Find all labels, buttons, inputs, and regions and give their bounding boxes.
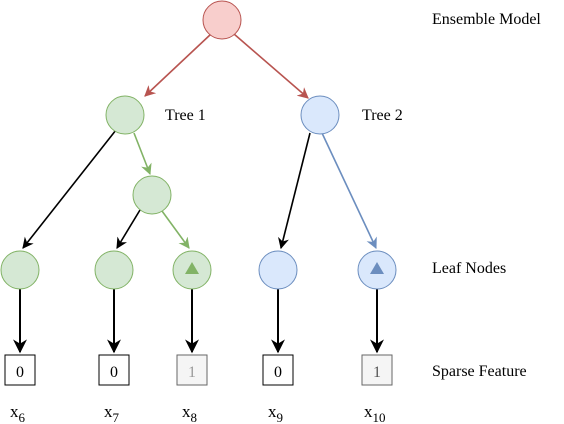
tree2-node (300, 95, 340, 135)
tree1-node (105, 95, 145, 135)
feature-box-1 (4, 354, 36, 386)
feature-box-4 (262, 354, 294, 386)
feature-boxes: 0 0 1 0 1 (4, 354, 393, 386)
sparse-feature-label: Sparse Feature (432, 363, 527, 380)
tree1-label: Tree 1 (165, 107, 206, 124)
feature-var-2: x7 (104, 402, 120, 424)
edge-tree1-internal (133, 132, 152, 176)
tree2-label: Tree 2 (362, 107, 403, 124)
nodes (0, 0, 397, 290)
feature-variables: x6 x7 x8 x9 x10 (10, 402, 386, 424)
feature-var-4: x9 (268, 402, 283, 424)
leaf-node-1 (0, 250, 40, 290)
ensemble-model-label: Ensemble Model (432, 11, 541, 28)
edge-internal-leaf2 (116, 209, 141, 249)
leaf-nodes-label: Leaf Nodes (432, 260, 506, 277)
edge-tree2-leaf5 (321, 132, 377, 250)
edges (13, 33, 384, 354)
feature-value-4: 0 (274, 364, 282, 381)
edge-root-tree2 (233, 33, 309, 99)
edge-tree2-leaf4 (278, 132, 311, 250)
tree1-internal-node (132, 175, 172, 215)
triangle-icon (370, 262, 384, 274)
feature-var-3: x8 (182, 402, 197, 424)
edge-tree1-leaf1 (22, 129, 117, 249)
leaf-node-4 (258, 250, 298, 290)
triangle-icon (185, 262, 199, 274)
feature-value-1: 0 (16, 364, 24, 381)
feature-value-3: 1 (188, 364, 196, 381)
feature-value-5: 1 (373, 364, 381, 381)
feature-box-3 (176, 354, 208, 386)
root-node (202, 0, 242, 40)
edge-internal-leaf3 (161, 210, 190, 249)
feature-var-1: x6 (10, 402, 26, 424)
feature-value-2: 0 (110, 364, 118, 381)
leaf-node-2 (94, 250, 134, 290)
feature-box-2 (98, 354, 130, 386)
edge-root-tree1 (144, 33, 212, 97)
feature-box-5 (361, 354, 393, 386)
labels: Ensemble Model Tree 1 Tree 2 Leaf Nodes … (165, 11, 541, 380)
feature-var-5: x10 (364, 402, 386, 424)
